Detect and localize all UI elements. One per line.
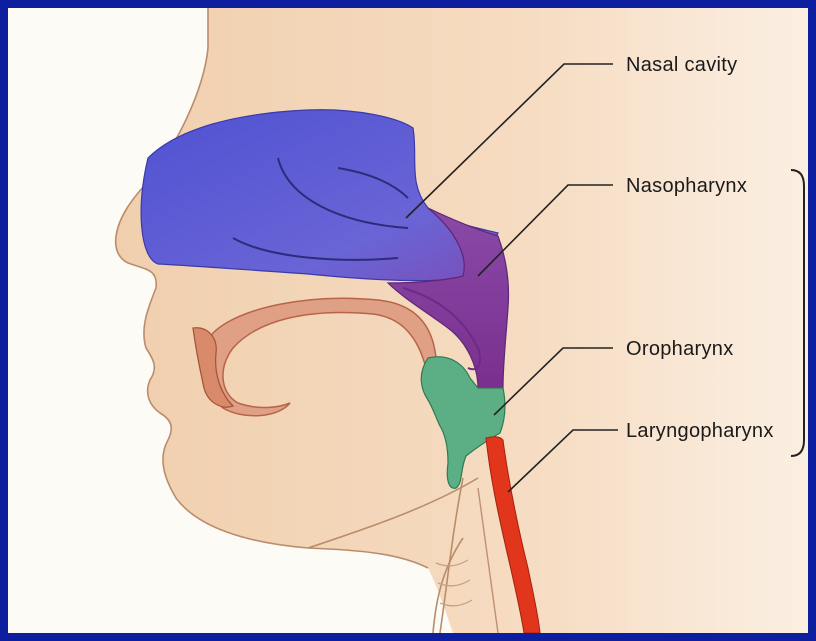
- diagram-frame: Nasal cavity Nasopharynx Oropharynx Lary…: [8, 8, 808, 633]
- label-laryngopharynx: Laryngopharynx: [626, 420, 774, 442]
- label-nasopharynx: Nasopharynx: [626, 175, 747, 197]
- label-oropharynx: Oropharynx: [626, 338, 734, 360]
- label-nasal-cavity: Nasal cavity: [626, 54, 737, 76]
- pharynx-diagram: Nasal cavity Nasopharynx Oropharynx Lary…: [8, 8, 808, 633]
